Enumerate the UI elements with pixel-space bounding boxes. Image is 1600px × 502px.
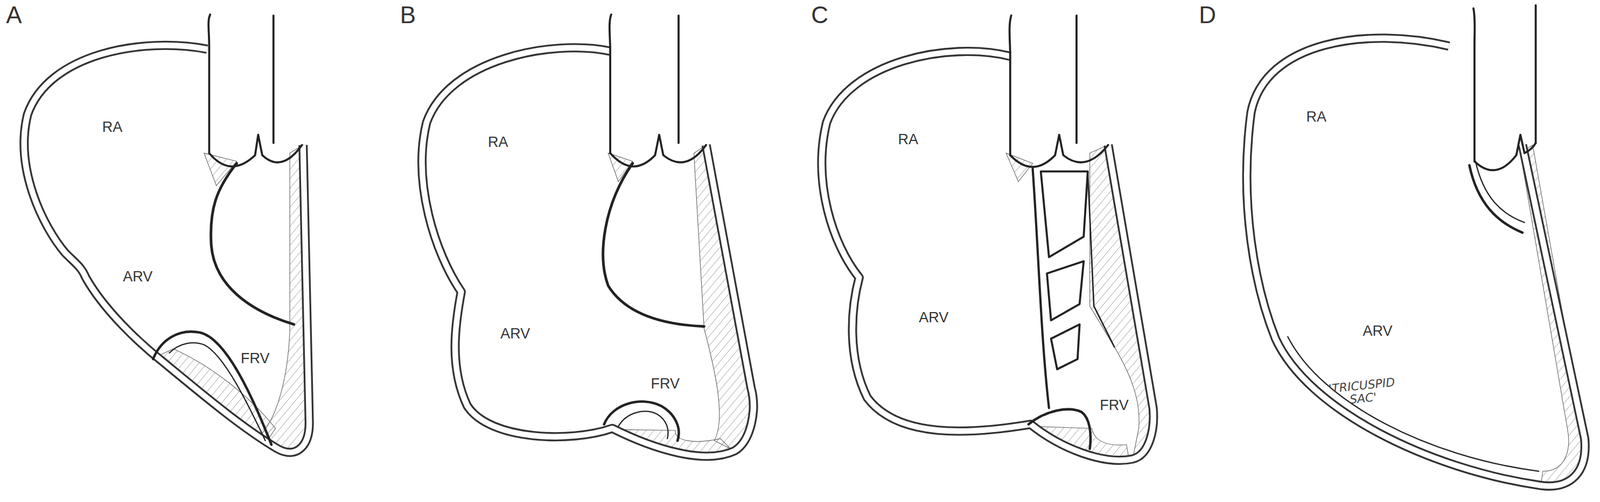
panel-letter: B: [400, 2, 416, 29]
chamber-label: RA: [102, 119, 123, 136]
drawing-part: [677, 15, 680, 144]
drawing-part: [208, 134, 302, 167]
drawing-part: [24, 45, 310, 453]
chamber-label: FRV: [651, 376, 681, 393]
drawing-part: [1087, 171, 1115, 348]
chamber-label: RA: [898, 131, 919, 149]
chamber-label: FRV: [240, 351, 270, 368]
panel-letter: D: [1198, 2, 1217, 29]
drawing-part: [693, 144, 753, 451]
drawing-part: [24, 45, 310, 453]
drawing-part: [1010, 134, 1109, 167]
valve-and-vessel-lines: [152, 5, 1539, 472]
drawing-part: [272, 15, 275, 144]
drawing-part: [1075, 15, 1078, 144]
chamber-label: ARV: [122, 269, 153, 286]
chamber-label: ARV: [918, 310, 949, 327]
drawing-part: [1028, 409, 1091, 450]
drawing-part: [1475, 161, 1525, 223]
drawing-part: [422, 47, 754, 457]
chamber-label: RA: [1305, 109, 1327, 126]
drawing-part: [155, 348, 276, 442]
heart-wall: [24, 38, 1585, 487]
drawing-part: [1046, 261, 1084, 321]
drawing-part: [1474, 134, 1536, 171]
drawing-part: [1009, 15, 1012, 156]
drawing-part: [821, 51, 1154, 461]
drawing-part: [1246, 38, 1585, 487]
chamber-label: FRV: [1099, 397, 1129, 415]
drawing-part: [152, 331, 272, 445]
myocardium-hatch: [155, 144, 1585, 487]
drawing-part: [422, 47, 754, 457]
drawing-part: [1040, 171, 1088, 258]
drawing-part: [1051, 324, 1080, 370]
drawing-part: [603, 163, 705, 327]
drawing-part: [609, 14, 612, 154]
handwritten-note: 'TRICUSPID SAC': [1312, 374, 1412, 411]
drawing-part: [24, 38, 1585, 487]
chamber-label: ARV: [500, 326, 530, 344]
drawing-part: [1246, 38, 1585, 487]
drawing-part: [24, 38, 1585, 487]
drawing-part: [618, 411, 668, 440]
drawing-part: [604, 401, 680, 442]
panel-letter: A: [5, 2, 22, 29]
drawing-part: [208, 14, 211, 154]
drawing-part: [1469, 165, 1523, 233]
chamber-label: RA: [487, 134, 509, 151]
chamber-label: ARV: [1362, 323, 1393, 340]
drawing-part: [1090, 144, 1154, 460]
drawing-part: [211, 163, 295, 325]
drawing-part: [1534, 5, 1537, 144]
drawing-part: [1287, 337, 1539, 472]
drawing-part: [610, 134, 707, 167]
drawing-part: [821, 51, 1154, 461]
drawing-part: [1473, 8, 1475, 162]
panel-letter: C: [811, 2, 829, 29]
